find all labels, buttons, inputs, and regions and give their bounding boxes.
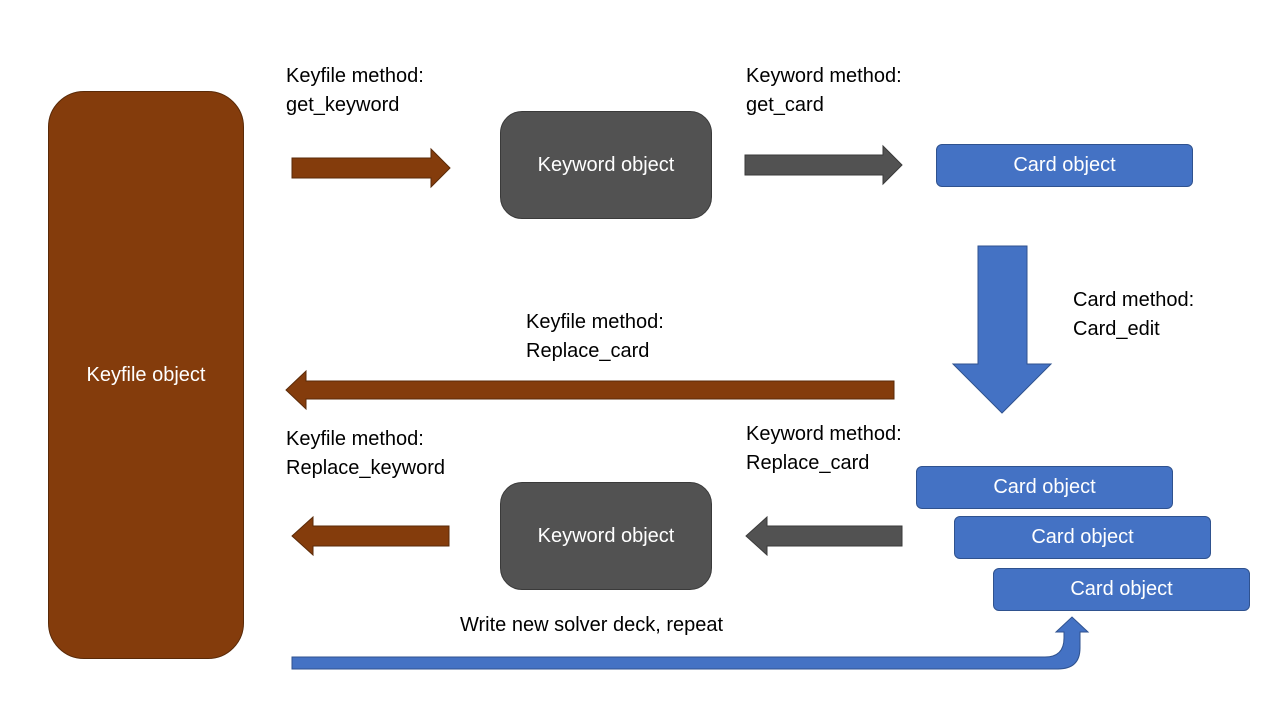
keyword-object-label: Keyword object [537,524,675,547]
label-get-keyword: Keyfile method: get_keyword [286,65,424,116]
keyfile-object-label: Keyfile object [86,363,206,386]
arrow-card-edit [951,245,1053,414]
keyword-object-label: Keyword object [537,153,675,176]
card-object-box-stack-2: Card object [954,516,1211,559]
card-object-box-top: Card object [936,144,1193,187]
label-replace-card-keyword: Keyword method: Replace_card [746,423,902,474]
card-object-box-stack-1: Card object [916,466,1173,509]
card-object-label: Card object [1031,526,1134,548]
arrow-replace-card-keyfile [285,369,895,411]
label-card-edit: Card method: Card_edit [1073,289,1195,340]
arrow-replace-card-keyword [745,515,903,557]
arrow-get-card [744,144,903,186]
arrow-replace-keyword [291,515,450,557]
label-replace-keyword: Keyfile method: Replace_keyword [286,428,445,479]
label-replace-card-keyfile: Keyfile method: Replace_card [526,311,664,362]
label-get-card: Keyword method: get_card [746,65,902,116]
keyfile-object-box: Keyfile object [48,91,244,659]
arrow-repeat-loop [291,616,1090,670]
label-repeat: Write new solver deck, repeat [460,614,724,636]
card-object-label: Card object [1070,578,1173,600]
card-object-label: Card object [1013,154,1116,176]
arrow-get-keyword [291,147,451,189]
card-object-box-stack-3: Card object [993,568,1250,611]
keyword-object-box-top: Keyword object [500,111,712,219]
card-object-label: Card object [993,476,1096,498]
keyword-object-box-bottom: Keyword object [500,482,712,590]
